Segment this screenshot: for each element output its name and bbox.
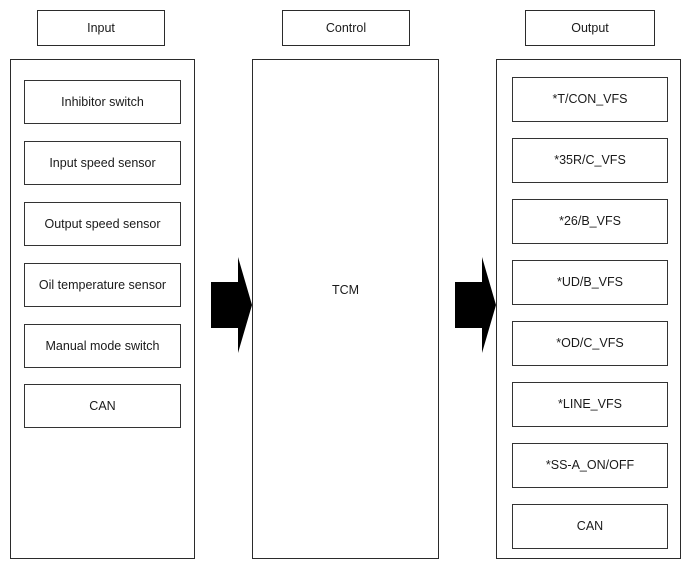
column-header-control-label: Control (325, 20, 367, 35)
output-item-can[interactable]: CAN (512, 504, 668, 549)
input-item-input-speed-sensor[interactable]: Input speed sensor (24, 141, 181, 185)
input-item-can[interactable]: CAN (24, 384, 181, 428)
arrow-right-icon-control-to-output (455, 257, 497, 353)
input-item-label: Manual mode switch (45, 338, 160, 353)
input-container (10, 59, 195, 559)
output-item-26b-vfs[interactable]: *26/B_VFS (512, 199, 668, 244)
output-item-label: *LINE_VFS (558, 397, 622, 412)
output-item-label: *SS-A_ON/OFF (545, 458, 635, 473)
arrow-right-icon-input-to-control (211, 257, 253, 353)
control-center-label: TCM (331, 283, 360, 298)
column-header-output: Output (525, 10, 655, 46)
control-container: TCM (252, 59, 439, 559)
input-item-oil-temperature-sensor[interactable]: Oil temperature sensor (24, 263, 181, 307)
input-item-inhibitor-switch[interactable]: Inhibitor switch (24, 80, 181, 124)
input-item-label: Input speed sensor (49, 155, 156, 170)
output-item-tcon-vfs[interactable]: *T/CON_VFS (512, 77, 668, 122)
output-item-label: *OD/C_VFS (556, 336, 624, 351)
column-header-control: Control (282, 10, 410, 46)
output-item-ss-a-on-off[interactable]: *SS-A_ON/OFF (512, 443, 668, 488)
output-item-odc-vfs[interactable]: *OD/C_VFS (512, 321, 668, 366)
input-item-label: Output speed sensor (44, 216, 161, 231)
input-item-manual-mode-switch[interactable]: Manual mode switch (24, 324, 181, 368)
input-item-label: Oil temperature sensor (38, 277, 167, 292)
output-item-label: CAN (576, 519, 604, 534)
column-header-output-label: Output (571, 20, 609, 35)
input-item-output-speed-sensor[interactable]: Output speed sensor (24, 202, 181, 246)
output-item-label: *UD/B_VFS (557, 275, 623, 290)
column-header-input: Input (37, 10, 165, 46)
output-item-label: *35R/C_VFS (554, 153, 626, 168)
output-item-udb-vfs[interactable]: *UD/B_VFS (512, 260, 668, 305)
input-item-label: Inhibitor switch (61, 94, 144, 109)
output-item-label: *26/B_VFS (559, 214, 621, 229)
output-item-label: *T/CON_VFS (552, 92, 628, 107)
output-item-35rc-vfs[interactable]: *35R/C_VFS (512, 138, 668, 183)
input-item-label: CAN (89, 398, 116, 413)
column-header-input-label: Input (87, 20, 115, 35)
output-item-line-vfs[interactable]: *LINE_VFS (512, 382, 668, 427)
